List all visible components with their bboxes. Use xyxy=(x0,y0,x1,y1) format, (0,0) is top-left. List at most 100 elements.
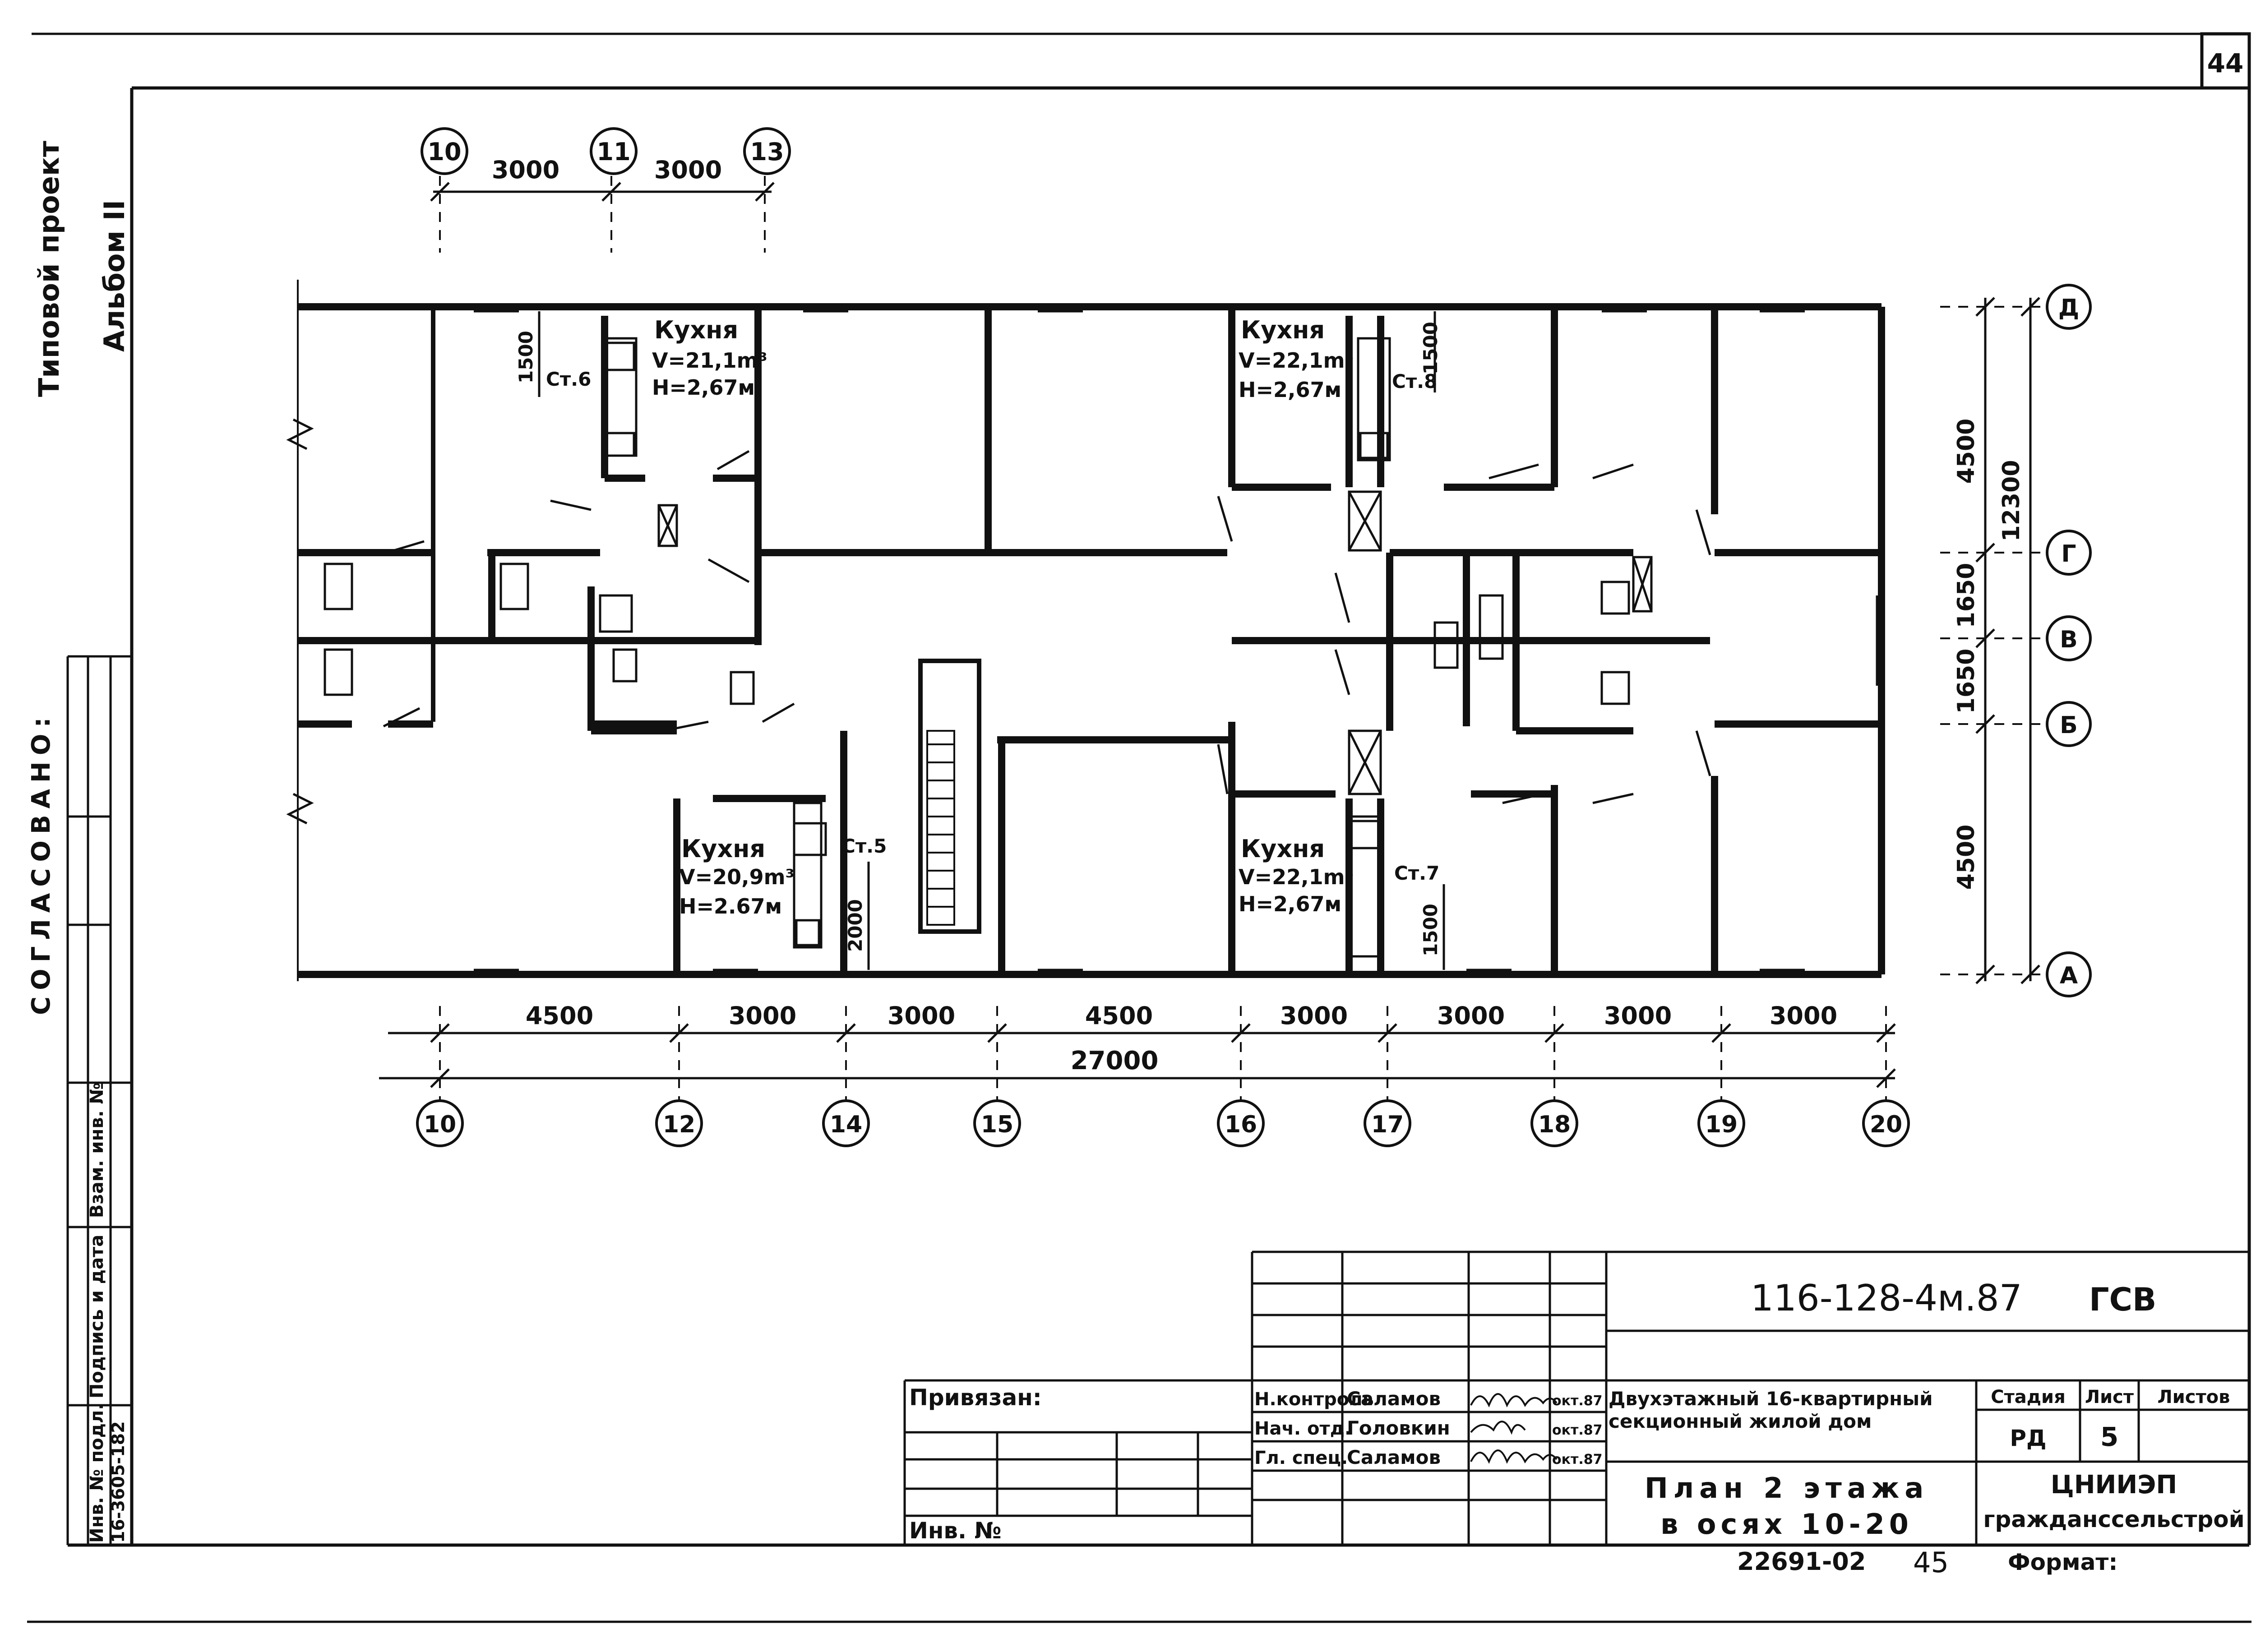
kitchen-1-title: Кухня xyxy=(654,316,738,344)
axis-marker-right: Д xyxy=(2058,295,2079,322)
format-label: Формат: xyxy=(2008,1549,2117,1575)
sheets-label: Листов xyxy=(2158,1387,2230,1407)
document-code: 116-128-4м.87 xyxy=(1751,1277,2022,1319)
right-dim-3: 1650 xyxy=(1953,649,1980,714)
sheet-label: Лист xyxy=(2085,1387,2134,1407)
door-swings xyxy=(379,450,1878,804)
building-name-line-2: секционный жилой дом xyxy=(1609,1410,1872,1432)
sheet-value: 5 xyxy=(2100,1421,2118,1452)
axis-marker-bottom: 12 xyxy=(663,1111,695,1138)
kitchen-4-volume: V=22,1m³ xyxy=(1239,865,1354,889)
kitchen-fixtures xyxy=(324,337,1630,958)
top-dim-1: 3000 xyxy=(492,156,559,184)
agreed-label: СОГЛАСОВАНО: xyxy=(27,711,56,1015)
kitchen-1-dim: 1500 xyxy=(515,331,537,383)
kitchen-4-height: H=2,67м xyxy=(1239,892,1341,916)
bound-label: Привязан: xyxy=(909,1384,1042,1411)
stage-value: РД xyxy=(2010,1425,2046,1451)
inv-original-value: 16-3605-182 xyxy=(108,1421,128,1543)
riser-label-6: Ст.6 xyxy=(546,368,591,390)
axis-marker-bottom: 19 xyxy=(1705,1111,1738,1138)
right-axis-markers xyxy=(2046,284,2092,997)
vent-shafts xyxy=(657,490,1653,795)
role-n-control: Н.контроль xyxy=(1254,1389,1374,1410)
organization-line-1: ЦНИИЭП xyxy=(2051,1470,2177,1500)
bottom-dim-7: 3000 xyxy=(1604,1001,1672,1030)
bottom-dim-5: 3000 xyxy=(1280,1001,1348,1030)
kitchen-1-volume: V=21,1m³ xyxy=(652,348,767,373)
axis-marker-bottom: 15 xyxy=(981,1111,1013,1138)
sign-date-label: Подпись и дата xyxy=(87,1235,107,1398)
top-axis-markers xyxy=(421,127,791,175)
bottom-dim-8: 3000 xyxy=(1770,1001,1837,1030)
riser-label-5: Ст.5 xyxy=(841,835,887,857)
date-chief-spec: окт.87 xyxy=(1552,1452,1603,1467)
date-head-dept: окт.87 xyxy=(1552,1422,1603,1438)
name-head-dept: Головкин xyxy=(1347,1417,1450,1439)
kitchen-3-dim: 2000 xyxy=(844,899,866,952)
axis-marker-right: В xyxy=(2060,626,2078,653)
right-dim-1: 4500 xyxy=(1953,419,1980,484)
section-code: ГСВ xyxy=(2089,1281,2156,1318)
kitchen-4-dim: 1500 xyxy=(1419,904,1442,956)
bottom-axis-markers xyxy=(416,1099,1910,1147)
axis-marker-bottom: 16 xyxy=(1225,1111,1257,1138)
sheet-title-line-2: в осях 10-20 xyxy=(1660,1508,1913,1541)
kitchen-3-height: H=2.67м xyxy=(679,894,782,918)
replace-inv-label: Взам. инв. № xyxy=(87,1082,107,1218)
axis-marker-bottom: 14 xyxy=(830,1111,862,1138)
bottom-dim-6: 3000 xyxy=(1437,1001,1505,1030)
album-title: Альбом II xyxy=(98,200,131,352)
dimension-lines xyxy=(379,182,2040,1088)
kitchen-3-title: Кухня xyxy=(681,835,765,863)
date-n-control: окт.87 xyxy=(1552,1393,1603,1409)
title-block-grid xyxy=(903,1251,2249,1545)
sheet-frame xyxy=(27,32,2251,1623)
axis-marker-bottom: 10 xyxy=(424,1111,456,1138)
plan-walls xyxy=(286,280,1885,981)
inv-original-label: Инв. № подл. xyxy=(87,1403,107,1543)
axis-marker-top: 10 xyxy=(427,138,461,166)
left-approval-strip xyxy=(66,655,132,1545)
kitchen-dim-ticks xyxy=(538,311,1445,970)
riser-label-8: Ст.8 xyxy=(1392,370,1437,392)
riser-label-7: Ст.7 xyxy=(1394,862,1439,884)
signatures xyxy=(1470,1393,1558,1464)
axis-marker-bottom: 17 xyxy=(1371,1111,1404,1138)
axis-marker-bottom: 20 xyxy=(1870,1111,1902,1138)
series-title: Типовой проект xyxy=(32,141,65,397)
inv-no-label: Инв. № xyxy=(909,1518,1002,1544)
bottom-dim-2: 3000 xyxy=(729,1001,796,1030)
bottom-dim-1: 4500 xyxy=(526,1001,593,1030)
axis-marker-top: 13 xyxy=(750,138,784,166)
top-dim-2: 3000 xyxy=(654,156,722,184)
name-chief-spec: Саламов xyxy=(1347,1446,1441,1468)
bottom-dim-3: 3000 xyxy=(888,1001,955,1030)
kitchen-2-height: H=2,67м xyxy=(1239,378,1341,402)
stage-label: Стадия xyxy=(1991,1387,2066,1407)
right-dim-2: 1650 xyxy=(1953,563,1980,628)
right-dim-4: 4500 xyxy=(1953,825,1980,890)
kitchen-2-dim: 1500 xyxy=(1419,322,1442,374)
sheet-title-line-1: План 2 этажа xyxy=(1645,1472,1929,1504)
right-total: 12300 xyxy=(1998,460,2025,542)
kitchen-2-volume: V=22,1m³ xyxy=(1239,348,1354,373)
bottom-total: 27000 xyxy=(1071,1046,1159,1075)
building-name-line-1: Двухэтажный 16-квартирный xyxy=(1609,1388,1933,1410)
axis-marker-right: Г xyxy=(2061,540,2076,568)
axis-marker-right: А xyxy=(2060,962,2078,989)
axis-lines xyxy=(439,176,2046,1101)
page-reference: 45 xyxy=(1913,1546,1949,1579)
kitchen-3-volume: V=20,9m³ xyxy=(679,865,795,889)
page-number: 44 xyxy=(2207,48,2244,78)
kitchen-4-title: Кухня xyxy=(1241,835,1325,863)
kitchen-2-title: Кухня xyxy=(1241,316,1325,344)
axis-marker-right: Б xyxy=(2060,712,2078,739)
staircase xyxy=(927,743,954,908)
organization-line-2: гражданссельстрой xyxy=(1983,1506,2244,1532)
axis-marker-bottom: 18 xyxy=(1538,1111,1571,1138)
axis-marker-top: 11 xyxy=(596,138,630,166)
kitchen-1-height: H=2,67м xyxy=(652,375,755,400)
bottom-dim-4: 4500 xyxy=(1085,1001,1153,1030)
